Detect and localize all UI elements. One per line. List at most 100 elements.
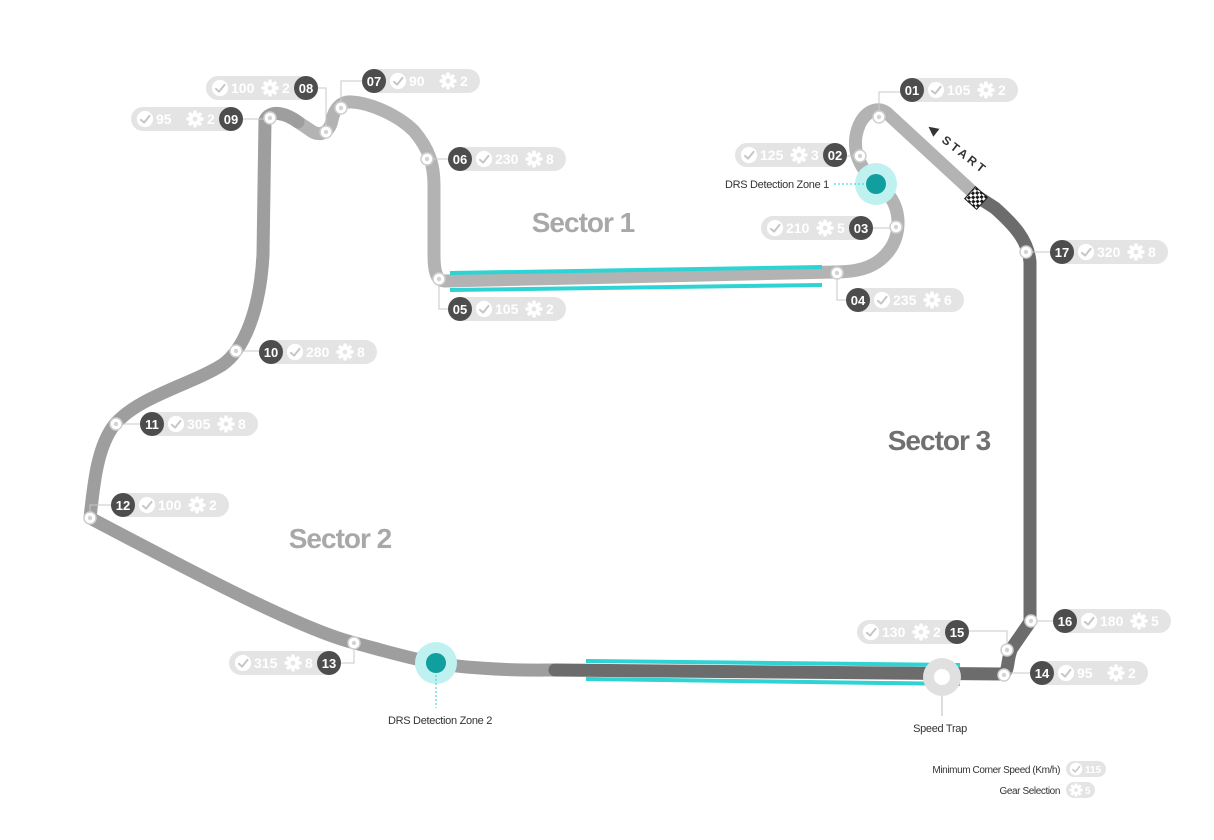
legend: Minimum Corner Speed (Km/h) 115 Gear Sel… bbox=[932, 761, 1106, 798]
corner-number-badge bbox=[294, 76, 318, 100]
corner-marker-dot bbox=[1001, 672, 1007, 678]
gear-icon bbox=[439, 72, 457, 90]
corner-leader-line bbox=[316, 87, 327, 126]
corner-marker-dot bbox=[351, 640, 357, 646]
corner-speed: 100 bbox=[158, 497, 182, 513]
gear-icon bbox=[1127, 243, 1145, 261]
corner-gear: 2 bbox=[460, 73, 468, 89]
corner-gear: 2 bbox=[998, 82, 1006, 98]
gear-icon bbox=[525, 300, 543, 318]
corner-info-pill bbox=[1030, 661, 1148, 685]
corner-marker-dot bbox=[233, 348, 239, 354]
gear-icon bbox=[261, 79, 279, 97]
corner-number-badge bbox=[317, 651, 341, 675]
corner-speed: 105 bbox=[947, 82, 971, 98]
legend-speed-label: Minimum Corner Speed (Km/h) bbox=[932, 765, 1060, 776]
legend-gear-example: 5 bbox=[1085, 786, 1091, 797]
gear-icon bbox=[336, 343, 354, 361]
corner-number-badge bbox=[1050, 240, 1074, 264]
corner-speed: 130 bbox=[882, 624, 906, 640]
drs-zone-straight-2 bbox=[585, 659, 961, 686]
gauge-icon bbox=[136, 110, 154, 128]
corner-info-pill bbox=[448, 297, 566, 321]
corner-speed: 230 bbox=[495, 151, 519, 167]
corner-speed: 210 bbox=[786, 220, 810, 236]
corner-number: 12 bbox=[116, 498, 130, 513]
corner-info-pill bbox=[259, 340, 377, 364]
corner-marker-dot bbox=[857, 153, 863, 159]
legend-gear-label: Gear Selection bbox=[999, 786, 1060, 797]
corner-info-pill bbox=[1050, 240, 1168, 264]
corner-speed: 125 bbox=[760, 147, 784, 163]
corner-leader-line bbox=[340, 649, 355, 664]
corner-number-badge bbox=[140, 412, 164, 436]
gear-icon bbox=[1107, 664, 1125, 682]
corner-number: 15 bbox=[950, 625, 964, 640]
drs-detection-1-label: DRS Detection Zone 1 bbox=[725, 179, 829, 191]
speed-trap-marker bbox=[923, 658, 961, 716]
corner-leader-line bbox=[969, 630, 1008, 644]
speed-trap-label: Speed Trap bbox=[913, 723, 967, 735]
corner-number: 05 bbox=[453, 302, 467, 317]
gauge-icon bbox=[138, 496, 156, 514]
corner-11: 11 305 8 bbox=[109, 412, 258, 436]
corner-number: 16 bbox=[1058, 614, 1072, 629]
gear-icon bbox=[912, 623, 930, 641]
gear-icon bbox=[525, 150, 543, 168]
corner-number: 10 bbox=[264, 345, 278, 360]
corner-marker-dot bbox=[834, 270, 840, 276]
corner-gear: 5 bbox=[837, 220, 845, 236]
track-sector-2 bbox=[83, 107, 562, 677]
corner-marker-dot bbox=[323, 129, 329, 135]
gauge-icon bbox=[286, 343, 304, 361]
corner-number-badge bbox=[846, 288, 870, 312]
corner-gear: 2 bbox=[1128, 665, 1136, 681]
sector-1-label: Sector 1 bbox=[532, 207, 635, 238]
gauge-icon bbox=[1080, 612, 1098, 630]
corner-leader-line bbox=[878, 91, 900, 111]
corner-info-pill bbox=[140, 412, 258, 436]
corner-leader-line bbox=[89, 504, 111, 512]
gear-icon bbox=[188, 496, 206, 514]
corner-gear: 6 bbox=[944, 292, 952, 308]
corner-info-pill bbox=[111, 493, 229, 517]
gear-icon bbox=[186, 110, 204, 128]
drs-detection-2 bbox=[415, 642, 457, 708]
corner-number-badge bbox=[823, 143, 847, 167]
corner-gear: 3 bbox=[811, 147, 819, 163]
gauge-icon bbox=[475, 150, 493, 168]
corner-marker-dot bbox=[113, 421, 119, 427]
corner-number: 11 bbox=[145, 417, 159, 432]
corner-number: 03 bbox=[854, 221, 868, 236]
corner-number-badge bbox=[259, 340, 283, 364]
gauge-icon bbox=[234, 654, 252, 672]
corner-info-pill bbox=[846, 288, 964, 312]
corner-gear: 8 bbox=[357, 344, 365, 360]
corner-marker-dot bbox=[87, 515, 93, 521]
corner-info-pill bbox=[900, 78, 1018, 102]
corner-number-badge bbox=[448, 147, 472, 171]
corner-number: 01 bbox=[905, 83, 919, 98]
gauge-icon bbox=[766, 219, 784, 237]
corner-number-badge bbox=[945, 620, 969, 644]
gear-icon bbox=[816, 219, 834, 237]
corner-number-badge bbox=[900, 78, 924, 102]
corner-speed: 95 bbox=[1077, 665, 1093, 681]
gear-icon bbox=[923, 291, 941, 309]
corner-number-badge bbox=[362, 69, 386, 93]
gauge-icon bbox=[740, 146, 758, 164]
corner-gear: 8 bbox=[238, 416, 246, 432]
corner-speed: 305 bbox=[187, 416, 211, 432]
corner-speed: 95 bbox=[156, 111, 172, 127]
corner-leader-line bbox=[340, 80, 362, 102]
